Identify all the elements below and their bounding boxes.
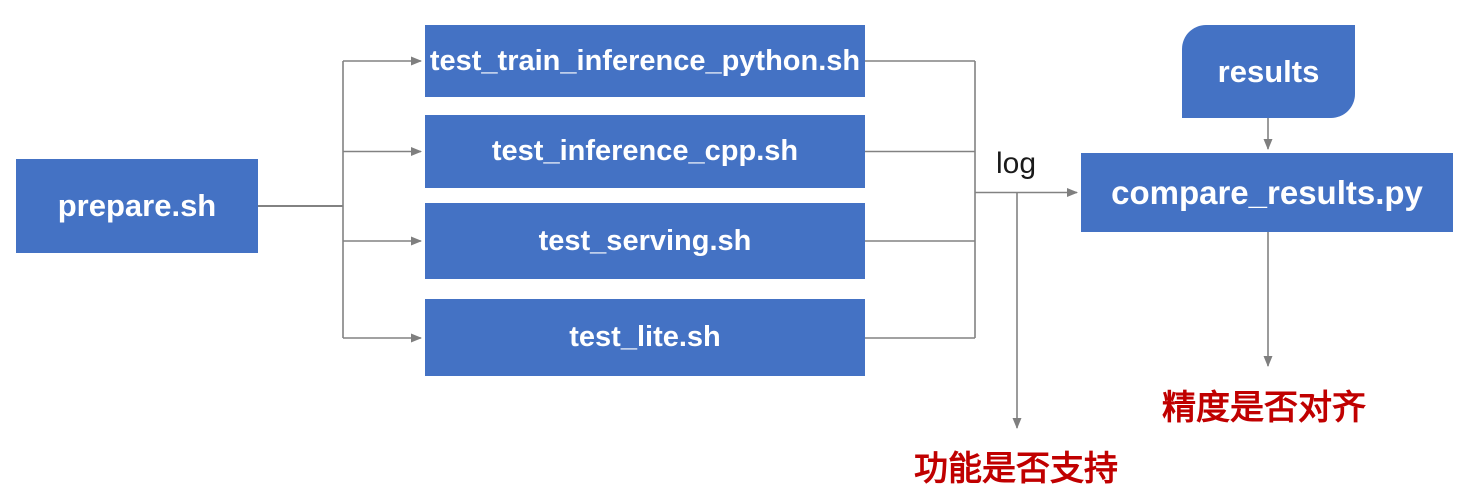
annotation-precision-aligned: 精度是否对齐 [1162,389,1366,427]
node-test-serving[interactable]: test_serving.sh [425,203,865,279]
node-test-inference-cpp-label: test_inference_cpp.sh [491,135,799,167]
node-compare-results-py-label: compare_results.py [1111,173,1423,211]
node-results-label: results [1217,53,1320,89]
node-prepare-sh-label: prepare.sh [57,188,217,223]
node-test-lite[interactable]: test_lite.sh [425,299,865,376]
node-test-train-inference-python-label: test_train_inference_python.sh [429,44,861,77]
node-compare-results-py[interactable]: compare_results.py [1081,153,1453,232]
node-test-inference-cpp[interactable]: test_inference_cpp.sh [425,115,865,188]
node-test-lite-label: test_lite.sh [569,321,721,353]
node-test-serving-label: test_serving.sh [538,224,752,257]
node-results[interactable]: results [1182,25,1355,118]
node-test-train-inference-python[interactable]: test_train_inference_python.sh [425,25,865,97]
edge-label-log: log [995,147,1037,180]
node-prepare-sh[interactable]: prepare.sh [16,159,258,253]
annotation-function-support: 功能是否支持 [914,450,1118,488]
